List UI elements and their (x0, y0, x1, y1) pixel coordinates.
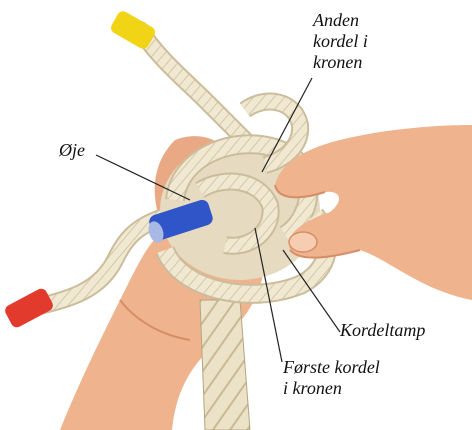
leader-forste (254, 227, 283, 363)
label-anden-line-2: kordel i (313, 31, 368, 51)
blue-cord-tip (148, 199, 213, 243)
leader-kordeltamp (282, 249, 341, 333)
label-oje: Øje (59, 140, 85, 161)
yellow-cord-tip (111, 11, 155, 49)
label-kordeltamp: Kordeltamp (340, 320, 425, 341)
label-kordeltamp-text: Kordeltamp (340, 320, 426, 340)
label-anden-kordel: Anden kordel i kronen (313, 10, 368, 73)
leader-lines (95, 77, 341, 363)
label-forste-kordel: Første kordel i kronen (283, 357, 380, 399)
label-anden-line-3: kronen (313, 52, 363, 72)
label-oje-text: Øje (59, 140, 85, 160)
label-anden-line-1: Anden (313, 10, 359, 30)
right-hand (274, 125, 472, 300)
red-cord-tip (5, 288, 53, 328)
thick-rope (199, 299, 251, 430)
label-forste-line-1: Første kordel (283, 357, 380, 377)
leader-oje (95, 154, 191, 201)
label-forste-line-2: i kronen (283, 378, 342, 398)
leader-anden (261, 77, 313, 173)
